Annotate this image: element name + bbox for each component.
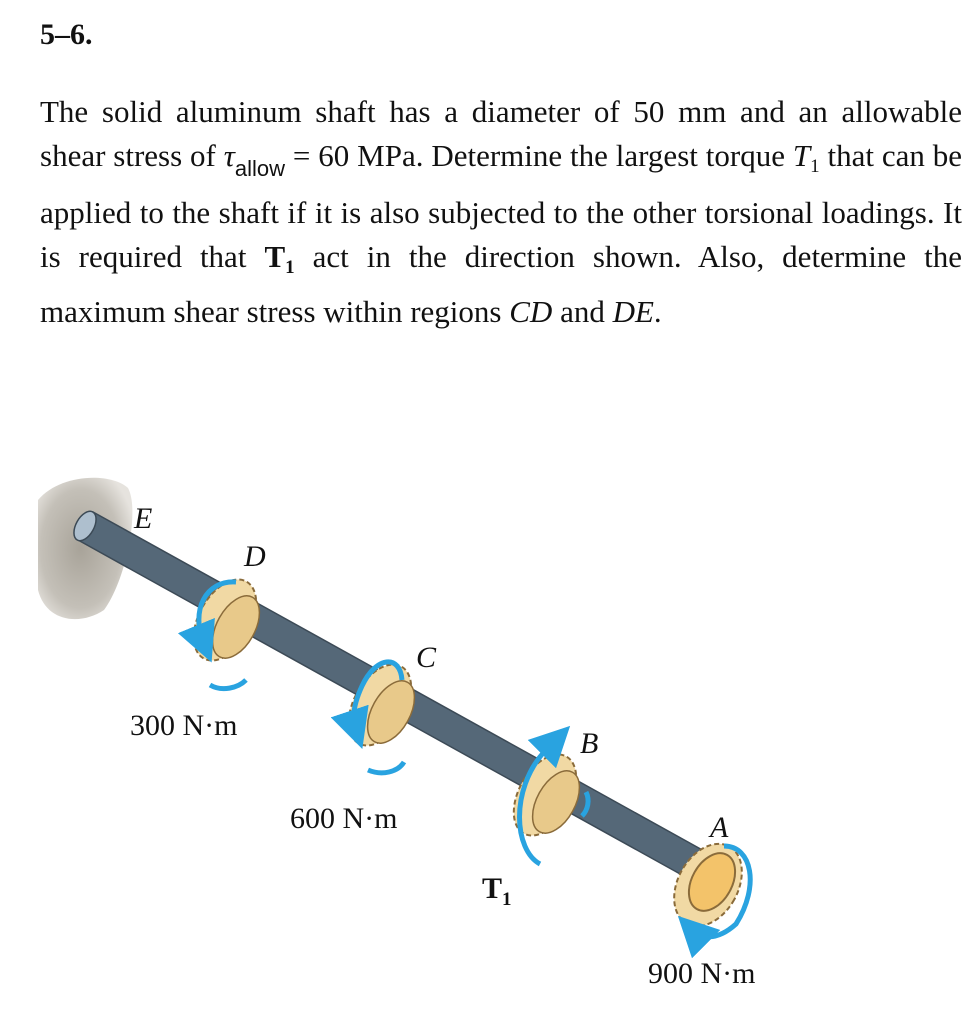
label-e: E	[133, 502, 152, 535]
torque-arrow-c-tail	[367, 760, 407, 776]
torque-label-t1: T1	[482, 872, 512, 910]
label-a: A	[708, 811, 729, 844]
gear-a	[673, 842, 743, 928]
torque-label-d: 300 N·m	[130, 709, 238, 742]
label-c: C	[416, 641, 437, 674]
label-d: D	[243, 540, 266, 573]
torque-label-c: 600 N·m	[290, 802, 398, 835]
problem-statement: The solid aluminum shaft has a diameter …	[40, 94, 963, 329]
torque-arrow-b	[517, 725, 571, 867]
problem-number: 5–6.	[40, 18, 93, 51]
torque-arrow-d-tail	[208, 678, 248, 692]
torque-arrow-a	[677, 843, 753, 959]
torque-arrow-b-tail	[580, 790, 591, 818]
torque-label-a: 900 N·m	[648, 957, 756, 990]
torque-arrow-d	[177, 579, 237, 663]
label-b: B	[580, 727, 598, 760]
torque-arrow-c	[330, 659, 405, 749]
wall-support	[38, 477, 133, 620]
shaft-figure: E D C B A 300 N·m 600 N·m T1 900 N·m	[38, 477, 756, 990]
